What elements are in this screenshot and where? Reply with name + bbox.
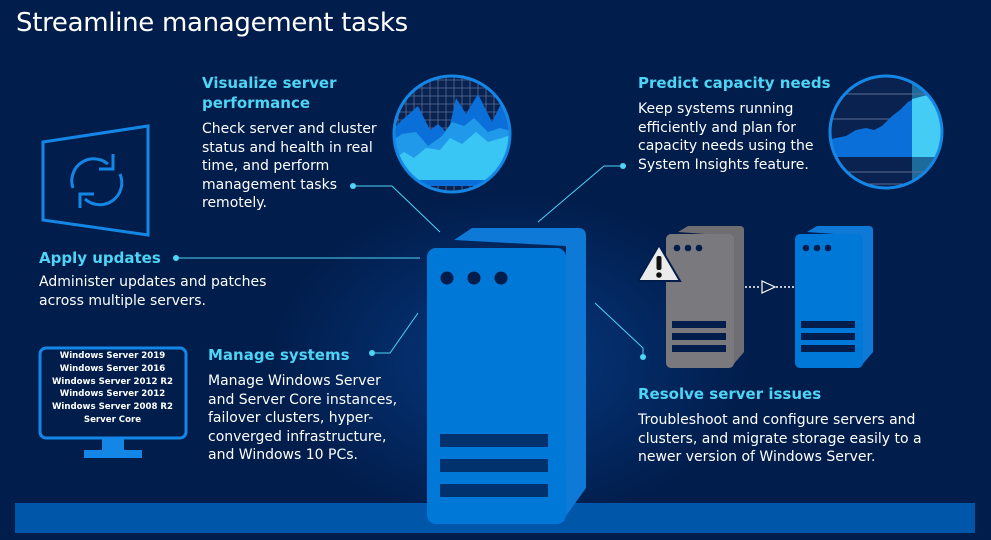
- visualize-body-line: management tasks: [202, 176, 337, 193]
- connector-dot-manage: [369, 350, 375, 356]
- connector-predict: [537, 165, 623, 223]
- visualize-heading-line1: Visualize server: [202, 74, 337, 92]
- os-list-item: Server Core: [83, 414, 142, 425]
- manage-heading: Manage systems: [208, 346, 350, 364]
- resolve-body-line: Troubleshoot and configure servers and: [638, 412, 916, 428]
- connector-dot-visualize: [350, 183, 356, 189]
- apply-updates-body-line: Administer updates and patches: [39, 274, 267, 290]
- manage-body-line: failover clusters, hyper-: [208, 410, 374, 426]
- connector-resolve: [594, 302, 644, 355]
- connector-dot-resolve: [640, 354, 646, 360]
- manage-body-line: Manage Windows Server: [208, 373, 381, 389]
- visualize-heading: Visualize server performance: [202, 73, 336, 113]
- manage-body: Manage Windows Server and Server Core in…: [208, 372, 397, 465]
- predict-body-line: System Insights feature.: [638, 156, 809, 173]
- visualize-body-line: remotely.: [202, 195, 267, 211]
- forecast-chart-icon: [828, 74, 944, 190]
- manage-body-line: and Windows 10 PCs.: [208, 447, 358, 463]
- monitor-icon: [38, 346, 188, 458]
- migrate-arrow-icon: [745, 280, 795, 294]
- warning-icon: [636, 243, 682, 282]
- area-chart-icon: [392, 74, 512, 194]
- predict-body-line: efficiently and plan for: [638, 119, 797, 136]
- os-list-item: Windows Server 2012: [59, 389, 166, 400]
- resolve-body-line: clusters, and migrate storage easily to …: [638, 430, 922, 447]
- os-list-item: Windows Server 2008 R2: [51, 402, 174, 413]
- apply-updates-heading: Apply updates: [39, 249, 161, 267]
- healthy-server-icon: [795, 226, 873, 368]
- predict-body-line: capacity needs using the: [638, 138, 814, 154]
- connector-manage: [372, 312, 419, 354]
- resolve-heading: Resolve server issues: [638, 385, 822, 403]
- resolve-body: Troubleshoot and configure servers and c…: [638, 411, 922, 467]
- apply-updates-body: Administer updates and patches across mu…: [39, 273, 266, 310]
- os-list-item: Windows Server 2016: [59, 363, 166, 374]
- predict-body-line: Keep systems running: [638, 101, 794, 117]
- visualize-body-line: time, and perform: [202, 158, 330, 174]
- failed-server-icon: [666, 226, 744, 368]
- predict-body: Keep systems running efficiently and pla…: [638, 100, 814, 174]
- visualize-body-line: status and health in real: [202, 139, 373, 156]
- os-list-item: Windows Server 2012 R2: [51, 376, 174, 387]
- connector-visualize: [353, 185, 441, 233]
- central-server-icon: [427, 228, 586, 524]
- visualize-body: Check server and cluster status and heal…: [202, 120, 377, 213]
- page-title: Streamline management tasks: [16, 8, 408, 38]
- predict-heading: Predict capacity needs: [638, 74, 831, 92]
- visualize-heading-line2: performance: [202, 94, 311, 112]
- os-list-item: Windows Server 2019: [59, 351, 166, 361]
- resolve-body-line: newer version of Windows Server.: [638, 449, 876, 465]
- connector-dot-apply: [173, 255, 179, 261]
- monitor-os-list: Windows Server 2019 Windows Server 2016 …: [40, 350, 185, 427]
- manage-body-line: converged infrastructure,: [208, 428, 387, 445]
- update-window-icon: [41, 124, 150, 237]
- visualize-body-line: Check server and cluster: [202, 121, 377, 137]
- manage-body-line: and Server Core instances,: [208, 391, 398, 408]
- connector-dot-predict: [620, 163, 626, 169]
- refresh-icon: [70, 157, 124, 207]
- apply-updates-body-line: across multiple servers.: [39, 292, 207, 309]
